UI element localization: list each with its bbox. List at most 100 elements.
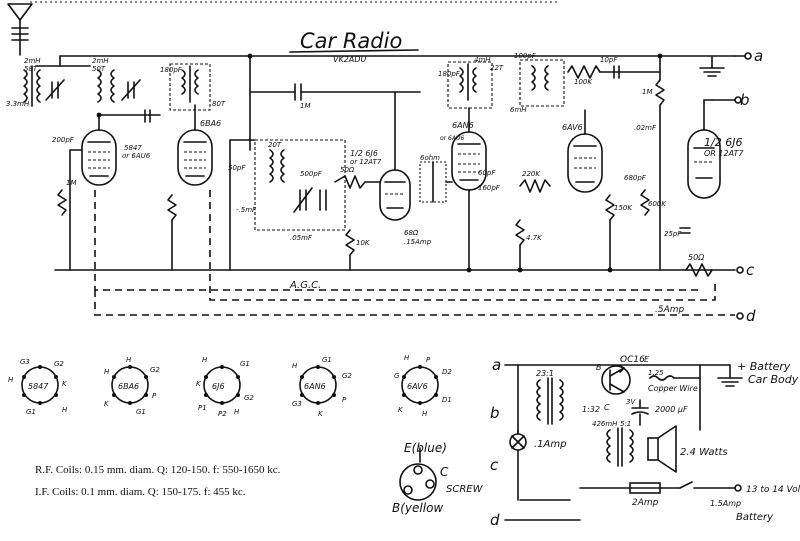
cap-25pf-label: 25pF <box>664 230 682 238</box>
tube-rf <box>81 129 117 186</box>
filament-bus <box>209 190 716 301</box>
res-50-label: 50Ω <box>688 253 705 262</box>
tube-rf-label: 5847 <box>124 144 142 152</box>
svg-text:G1: G1 <box>322 356 332 364</box>
ps-term-b: b <box>490 404 500 422</box>
note-rf-coils: R.F. Coils: 0.15 mm. diam. Q: 120-150. f… <box>35 464 281 476</box>
author-label: VK2ADU <box>333 55 366 64</box>
terminal-b: b <box>740 91 750 109</box>
tube-osc-alt: or 12AT7 <box>350 158 382 166</box>
resistor-100k <box>567 65 601 79</box>
n-ratio-label: 1:32 <box>582 405 600 414</box>
copper-wire-label: Copper Wire <box>648 384 698 393</box>
svg-text:H: H <box>422 410 428 418</box>
tube-out-label: 1/2 6J6 <box>704 136 742 149</box>
terminal-b-dot <box>734 96 742 104</box>
svg-text:H: H <box>234 408 240 416</box>
amp-label: .5Amp <box>655 305 685 315</box>
resistor-plate-load <box>655 79 665 106</box>
pinout-5847: 5847 G3 G2 H H G1 K <box>8 358 68 416</box>
ps-term-c: c <box>490 456 499 474</box>
pinout-6av6: 6AV6 H P D2 D1 G K H <box>394 354 452 418</box>
svg-text:G1: G1 <box>26 408 36 416</box>
pinout-6j6: 6J6 H G1 K G2 P1 P2 H <box>196 356 254 418</box>
terminal-d: d <box>746 307 756 325</box>
osc-tank <box>254 139 346 231</box>
svg-text:G1: G1 <box>240 360 250 368</box>
res-50ohm-label: 50Ω <box>340 166 355 174</box>
osc-500pf-label: 500pF <box>300 170 323 178</box>
rf-coil-2 <box>97 69 115 103</box>
page-title: Car Radio <box>300 29 402 53</box>
resistor-50ohm-c <box>685 263 713 277</box>
res-220k-label: 220K <box>522 170 541 178</box>
svg-text:G3: G3 <box>292 400 302 408</box>
svg-text:H: H <box>104 368 110 376</box>
ps-term-d: d <box>490 511 500 529</box>
pinout-6ba6: 6BA6 H G2 P G1 K H <box>104 356 160 416</box>
osc-68-label: 68Ω <box>404 229 419 237</box>
coil2-2mh-label: 2mH <box>92 57 109 65</box>
transistor-c: C <box>604 403 610 412</box>
svg-text:H: H <box>8 376 14 384</box>
output-transformer <box>606 427 634 467</box>
bulb-label: .1Amp <box>534 439 566 450</box>
junction-dot <box>657 53 663 59</box>
coil-58t-label: 58T <box>24 65 38 73</box>
note-if-coils: I.F. Coils: 0.1 mm. diam. Q: 150-175. f:… <box>35 486 246 498</box>
svg-text:H: H <box>202 356 208 364</box>
res-1m-label: 1M <box>66 179 77 187</box>
tube-mixer-label: 6BA6 <box>200 119 221 128</box>
resistor-1m <box>57 189 67 216</box>
junction-dot <box>466 267 472 273</box>
svg-text:H: H <box>126 356 132 364</box>
ground-symbol-top <box>699 55 725 77</box>
svg-text:H: H <box>292 362 298 370</box>
connector-b: B(yellow <box>392 501 443 515</box>
d-bus <box>94 290 735 316</box>
osc-5mf-label: -.5mF <box>236 206 257 214</box>
ratio-label: 23:1 <box>536 369 554 378</box>
svg-text:P2: P2 <box>218 410 227 418</box>
coil-2mh-label: 2mH <box>24 57 41 65</box>
connector-plug <box>399 447 437 501</box>
svg-text:G2: G2 <box>54 360 64 368</box>
osc-05mf-label: .05mF <box>290 234 313 242</box>
fuse-label: 2Amp <box>632 498 659 508</box>
svg-text:D2: D2 <box>442 368 452 376</box>
copper-wire <box>649 375 675 381</box>
pinout-6an6-label: 6AN6 <box>304 382 326 391</box>
svg-text:K: K <box>196 380 202 388</box>
svg-text:H: H <box>62 406 68 414</box>
agc-label: A.G.C. <box>289 280 321 291</box>
coil2-50t-label: 50T <box>92 65 106 73</box>
battery-label: Battery <box>736 512 774 523</box>
plus-battery-label: + Battery <box>737 360 791 373</box>
cap-680-label: 680pF <box>624 174 647 182</box>
tube-if-alt: or 6AU6 <box>440 135 464 142</box>
if-6ohm-label: 6ohm <box>420 154 440 162</box>
if1-cap-label: 180pF <box>160 66 183 74</box>
resistor-osc-grid <box>345 229 355 256</box>
pinout-6j6-label: 6J6 <box>212 382 225 391</box>
ps-term-a: a <box>492 356 501 374</box>
if2-22t-label: 22T <box>490 64 504 72</box>
if-transformer-3 <box>519 59 565 107</box>
tube1-grid <box>69 149 83 271</box>
svg-text:K: K <box>398 406 404 414</box>
coil-33mh-label: 3.3mH <box>6 100 30 108</box>
tube-out-alt: OR 12AT7 <box>704 149 744 158</box>
res-1m-right-label: 1M <box>642 88 653 96</box>
svg-text:K: K <box>318 410 324 418</box>
svg-text:P: P <box>342 396 347 404</box>
cap-value-label: 2000 µF <box>655 405 688 414</box>
tube-af <box>567 133 603 193</box>
tube-af-label: 6AV6 <box>562 123 583 132</box>
ps-transformer <box>536 377 564 425</box>
antenna-symbol <box>7 3 33 56</box>
resistor-150k <box>605 194 615 221</box>
ground-symbol-ps <box>717 364 743 387</box>
if2-cap-label: 180pF <box>438 70 461 78</box>
res-150k-label: 150K <box>614 204 633 212</box>
terminal-c-dot <box>736 266 744 274</box>
